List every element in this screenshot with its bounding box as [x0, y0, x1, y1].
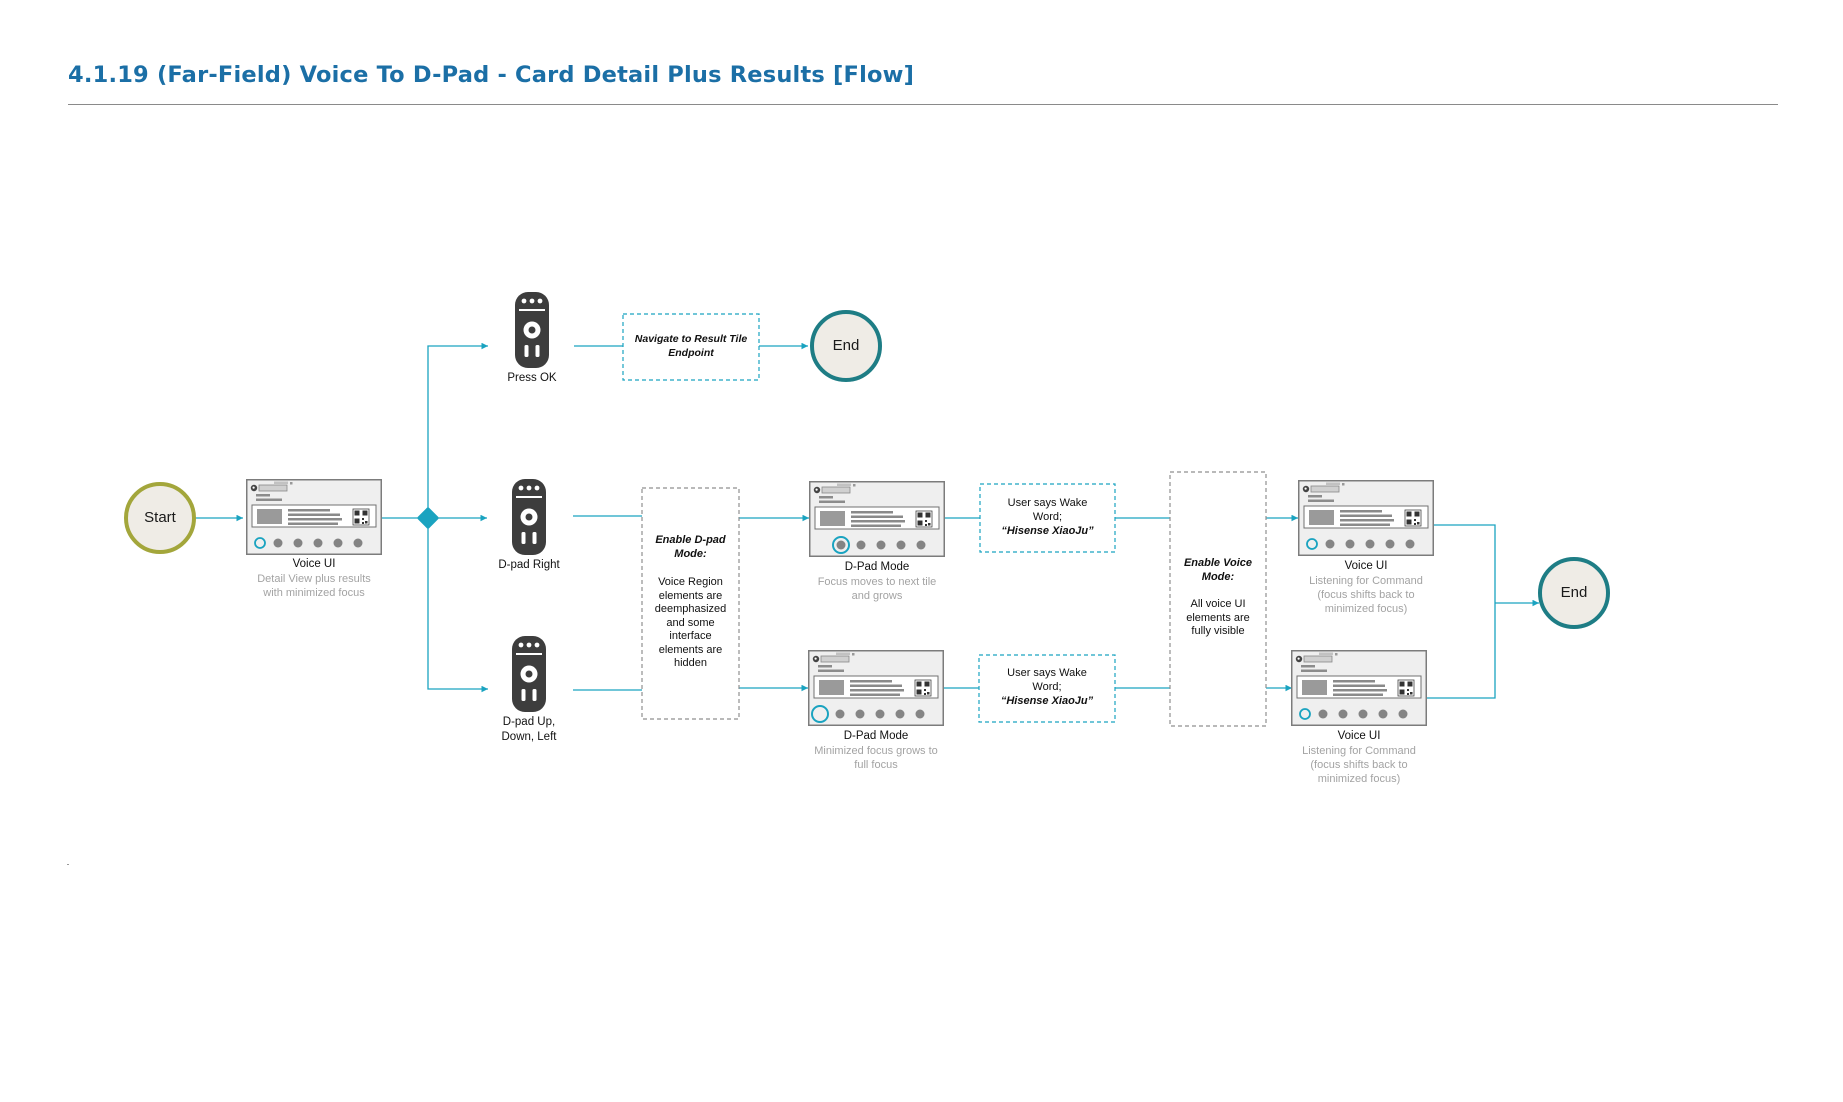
remote-control-icon-press-ok — [515, 292, 549, 368]
focus-indicator-dpad-bottom — [811, 705, 829, 723]
wake-word-box-top — [979, 483, 1116, 553]
press-ok-label: Press OK — [507, 372, 557, 384]
wake-word-box-bottom — [978, 654, 1116, 723]
screen-thumbnail-voice-top — [1298, 480, 1434, 556]
voice-initial-label: Voice UI — [292, 558, 336, 570]
voice-top-label: Voice UI — [1344, 560, 1388, 572]
remote-control-icon-dpad-right — [512, 479, 546, 555]
start-node — [124, 482, 196, 554]
dpad-bottom-label: D-Pad Mode — [843, 730, 909, 742]
end-node-right — [1538, 557, 1610, 629]
dpad-top-label: D-Pad Mode — [844, 561, 910, 573]
enable-voice-text: All voice UI elements are fully visible — [1186, 598, 1250, 637]
page-title: 4.1.19 (Far-Field) Voice To D-Pad - Card… — [68, 62, 915, 88]
connector-decision-to-press-ok — [427, 342, 488, 507]
voice-top-description: Listening for Command (focus shifts back… — [1309, 575, 1423, 615]
stray-mark — [67, 864, 69, 865]
focus-indicator-dpad-top — [832, 536, 850, 554]
end-label-top: End — [832, 337, 860, 354]
focus-indicator-voice-initial — [254, 537, 266, 549]
screen-thumbnail-dpad-top — [809, 481, 945, 557]
enable-voice-box — [1169, 471, 1267, 727]
wake-word-bottom-phrase: “Hisense XiaoJu” — [1000, 695, 1094, 707]
wake-word-bottom-text: User says Wake Word; — [1007, 667, 1087, 693]
navigate-box — [622, 313, 760, 381]
screen-thumbnail-voice-bottom — [1291, 650, 1427, 726]
enable-dpad-text: Voice Region elements are deemphasized a… — [654, 576, 727, 669]
screen-thumbnail-voice-initial — [246, 479, 382, 555]
connector-decision-to-dpad-updownleft — [427, 529, 488, 693]
end-label-right: End — [1560, 584, 1588, 601]
enable-dpad-title: Enable D-pad Mode: — [655, 534, 726, 560]
voice-bottom-label: Voice UI — [1337, 730, 1381, 742]
dpad-right-label: D-pad Right — [498, 559, 560, 571]
dpad-updownleft-label: D-pad Up, Down, Left — [501, 716, 557, 743]
end-node-top — [810, 310, 882, 382]
navigate-box-text: Navigate to Result Tile Endpoint — [634, 333, 748, 359]
focus-indicator-voice-bottom — [1299, 708, 1311, 720]
start-label: Start — [144, 509, 176, 526]
decision-diamond — [416, 506, 440, 530]
wake-word-top-text: User says Wake Word; — [1007, 497, 1088, 523]
voice-bottom-description: Listening for Command (focus shifts back… — [1302, 745, 1416, 785]
enable-voice-title: Enable Voice Mode: — [1183, 557, 1253, 583]
focus-indicator-voice-top — [1306, 538, 1318, 550]
enable-dpad-box — [641, 487, 740, 720]
wake-word-top-phrase: “Hisense XiaoJu” — [1001, 525, 1094, 537]
connectors — [194, 342, 1539, 699]
remote-control-icon-dpad-updownleft — [512, 636, 546, 712]
connector-voice-top-to-merge — [1427, 524, 1496, 699]
voice-initial-description: Detail View plus results with minimized … — [257, 573, 371, 599]
dpad-bottom-description: Minimized focus grows to full focus — [814, 745, 938, 771]
title-divider — [68, 104, 1778, 105]
dpad-top-description: Focus moves to next tile and grows — [817, 576, 937, 602]
